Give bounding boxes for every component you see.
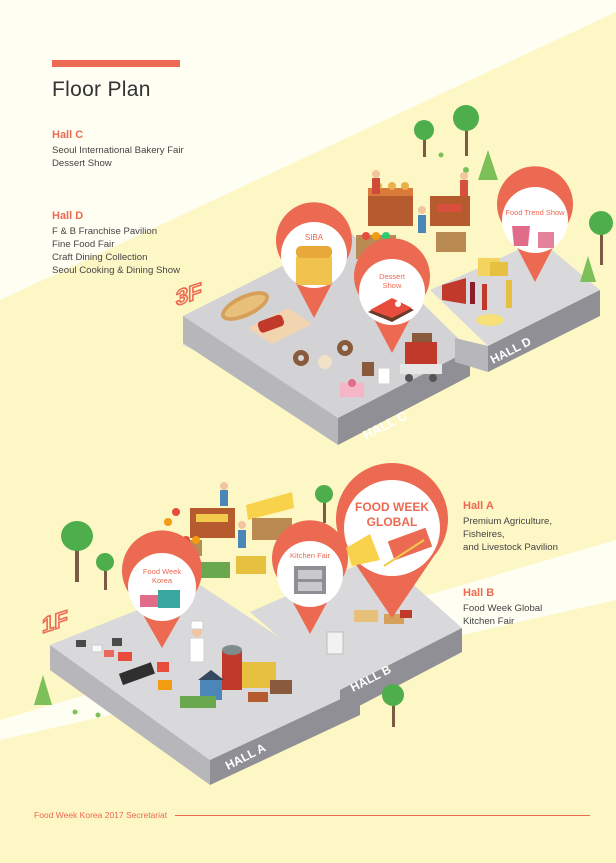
floor-3-platform — [183, 232, 600, 445]
hall-d-line: F & B Franchise Pavilion — [52, 226, 158, 237]
coffee-cart-illustration — [400, 333, 442, 382]
tree-icon — [382, 684, 404, 727]
global-pin-label-1: FOOD WEEK — [355, 500, 429, 514]
tree-icon — [580, 256, 596, 282]
page-title: Floor Plan — [52, 78, 151, 101]
hall-a-description: Hall A Premium Agriculture, Fisheires, a… — [463, 500, 558, 554]
hall-b-description: Hall B Food Week Global Kitchen Fair — [463, 587, 542, 628]
hall-d-floor — [430, 240, 600, 346]
hall-b-line: Food Week Global — [463, 603, 543, 614]
hall-a-wall-left — [50, 645, 210, 785]
dessert-pin-label-2: Show — [383, 281, 402, 290]
hall-b-name: Hall B — [463, 587, 495, 599]
tree-icon — [96, 553, 114, 590]
hall-c-description: Hall C Seoul International Bakery Fair D… — [52, 129, 184, 170]
wine-display-illustration — [442, 258, 512, 326]
hall-c-line: Seoul International Bakery Fair — [52, 145, 184, 156]
fwk-pin-label-2: Korea — [152, 576, 173, 585]
hall-c-name: Hall C — [52, 129, 84, 141]
dessert-show-pin[interactable]: Dessert Show — [354, 238, 430, 353]
kitchen-pin-label: Kitchen Fair — [290, 551, 331, 560]
siba-pin-label: SIBA — [305, 233, 324, 242]
hall-d-description: Hall D F & B Franchise Pavilion Fine Foo… — [52, 210, 180, 277]
pizza-board-illustration — [248, 308, 312, 344]
tree-icon — [453, 105, 479, 156]
donut-illustration — [293, 340, 353, 369]
footer-secretariat: Food Week Korea 2017 Secretariat — [34, 810, 168, 820]
sushi-illustration — [76, 638, 172, 690]
food-week-korea-pin[interactable]: Food Week Korea — [122, 530, 203, 648]
title-accent-bar — [52, 60, 180, 67]
food-trend-show-pin[interactable]: Food Trend Show — [496, 166, 574, 282]
hall-a-name: Hall A — [463, 500, 494, 512]
tree-icon — [414, 120, 434, 157]
hall-b-wall-right — [340, 628, 462, 716]
fwk-pin-label-1: Food Week — [143, 567, 181, 576]
bread-illustration — [220, 291, 270, 321]
siba-pin[interactable]: SIBA — [276, 202, 352, 318]
tree-icon — [34, 675, 52, 705]
silo-farm-illustration — [180, 645, 292, 708]
hall-d-line: Fine Food Fair — [52, 239, 115, 250]
hall-d-wall-right — [488, 290, 600, 372]
hall-a-floor — [50, 585, 360, 760]
hall-b-line: Kitchen Fair — [463, 616, 515, 627]
tree-icon — [589, 211, 613, 265]
kitchen-appliances-illustration — [326, 610, 412, 655]
hall-a-line: and Livestock Pavilion — [463, 542, 558, 553]
hall-d-line: Craft Dining Collection — [52, 252, 148, 263]
kitchen-fair-pin[interactable]: Kitchen Fair — [271, 520, 348, 634]
tree-icon — [315, 485, 333, 523]
chef-illustration — [189, 620, 205, 663]
food-week-global-pin[interactable]: FOOD WEEK GLOBAL — [336, 462, 449, 618]
global-pin-label-2: GLOBAL — [367, 515, 418, 529]
tree-icon — [61, 521, 93, 582]
dessert-items-illustration — [340, 362, 391, 397]
trend-pin-label: Food Trend Show — [505, 208, 565, 217]
hall-d-line: Seoul Cooking & Dining Show — [52, 265, 180, 276]
hall-c-wall-left — [183, 316, 338, 445]
tree-icon — [478, 150, 498, 180]
hall-c-line: Dessert Show — [52, 158, 112, 169]
footer-divider — [175, 815, 590, 816]
hall-a-line: Fisheires, — [463, 529, 505, 540]
hall-d-name: Hall D — [52, 210, 84, 222]
dessert-pin-label-1: Dessert — [379, 272, 406, 281]
hall-a-wall-right — [210, 690, 360, 785]
hall-a-line: Premium Agriculture, — [463, 516, 553, 527]
